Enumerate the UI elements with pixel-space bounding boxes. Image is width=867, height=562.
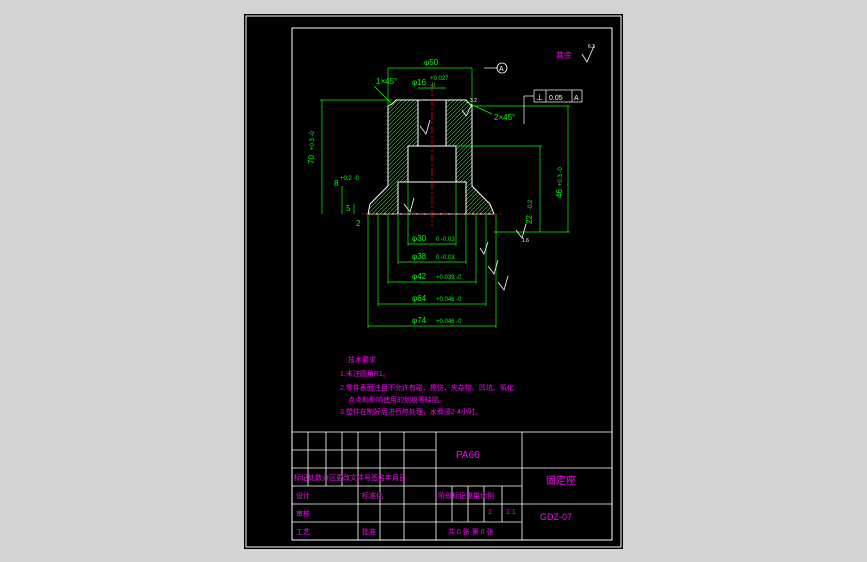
reviewer-label: 审核 bbox=[296, 509, 310, 518]
dim-d50: φ50 bbox=[424, 58, 439, 67]
rough-general-value: 6.3 bbox=[588, 44, 595, 50]
dim-d42: φ42 bbox=[412, 272, 427, 281]
dim-chamfer-left: 1×45° bbox=[376, 77, 397, 86]
dim-d30: φ30 bbox=[412, 234, 427, 243]
dim-h22: 22 bbox=[525, 215, 534, 224]
dim-d42-tol: +0.039 -0 bbox=[436, 275, 462, 281]
rough-small-1: 3.2 bbox=[470, 98, 477, 104]
sheets-label: 共 0 张 第 0 张 bbox=[448, 527, 494, 536]
rough-general-label: 其余 bbox=[556, 50, 572, 60]
technical-notes: 技术要求 1.未注圆角R1。 2.零件表面注目不允许有碰、擦伤、夹杂物、凹坑、氧… bbox=[340, 355, 514, 416]
drawing-sheet: φ50 φ16 +0.027 -0 1×45° 2×45° 70 +0.3 -0… bbox=[244, 14, 623, 549]
perp-datum: A bbox=[574, 95, 579, 102]
notes-line-3: 3.塑件在制好后进行热处理，水煮浸2-4小时。 bbox=[340, 407, 482, 416]
part-name: 固定座 bbox=[546, 474, 576, 487]
dim-d16-tol-up: +0.027 bbox=[430, 76, 449, 82]
dim-d16-tol-dn: -0 bbox=[430, 83, 436, 89]
dim-h2: 2 bbox=[356, 219, 361, 228]
dimensions bbox=[320, 67, 583, 328]
dim-h8-tol: +0.2 -0 bbox=[340, 176, 360, 182]
dim-h46: 46 bbox=[555, 189, 564, 198]
notes-title: 技术要求 bbox=[348, 355, 376, 364]
drawing-number: GDZ-07 bbox=[540, 512, 572, 522]
section-right bbox=[445, 99, 495, 215]
notes-line-2b: 点点和影响使用的划痕等缺陷。 bbox=[348, 395, 446, 404]
stage-labels: 阶段标记重量比例 bbox=[438, 491, 494, 500]
dim-d30-tol: 0 -0.03 bbox=[436, 237, 455, 243]
dim-chamfer-right: 2×45° bbox=[494, 113, 515, 122]
notes-line-2: 2.零件表面注目不允许有碰、擦伤、夹杂物、凹坑、氧化 bbox=[340, 383, 514, 392]
datum-circle bbox=[496, 62, 508, 74]
dim-d64: φ64 bbox=[412, 294, 427, 303]
designer-label: 设计 bbox=[296, 491, 310, 500]
dim-d16: φ16 bbox=[412, 78, 427, 87]
dim-d74: φ74 bbox=[412, 316, 427, 325]
dim-d64-tol: +0.046 -0 bbox=[436, 297, 462, 303]
perp-value: 0.05 bbox=[549, 95, 563, 102]
material-label: PA66 bbox=[456, 450, 480, 461]
dim-h8: 8 bbox=[334, 179, 339, 188]
datum-label: A bbox=[499, 66, 504, 73]
dim-h5: 5 bbox=[346, 204, 351, 213]
perp-symbol: ⊥ bbox=[536, 93, 543, 102]
part-section-view bbox=[362, 84, 502, 226]
quantity-value: 1 bbox=[488, 509, 492, 516]
outer-frame bbox=[245, 15, 622, 548]
process-label: 工艺 bbox=[296, 528, 310, 536]
dim-d38: φ38 bbox=[412, 252, 427, 261]
revision-row: 标记处数分区更改文件号签名年月日 bbox=[294, 473, 406, 482]
title-block bbox=[291, 431, 613, 541]
notes-line-1: 1.未注圆角R1。 bbox=[340, 369, 390, 378]
dim-h70-tol: +0.3 -0 bbox=[310, 130, 316, 150]
dim-h22-tol: -0.2 bbox=[528, 199, 534, 210]
rough-small-2: 1.6 bbox=[522, 238, 529, 244]
dim-h70: 70 bbox=[307, 155, 316, 164]
section-left bbox=[367, 99, 419, 215]
dim-h46-tol: +0.3 -0 bbox=[558, 166, 564, 186]
approve-label: 批准 bbox=[362, 527, 376, 536]
scale-value: 1:1 bbox=[506, 509, 516, 516]
standardization-label: 标准化 bbox=[362, 491, 383, 500]
drawing-canvas[interactable]: φ50 φ16 +0.027 -0 1×45° 2×45° 70 +0.3 -0… bbox=[244, 14, 623, 549]
dim-d38-tol: 0 -0.03 bbox=[436, 255, 455, 261]
roughness-symbols bbox=[403, 45, 595, 291]
dim-d74-tol: +0.046 -0 bbox=[436, 319, 462, 325]
